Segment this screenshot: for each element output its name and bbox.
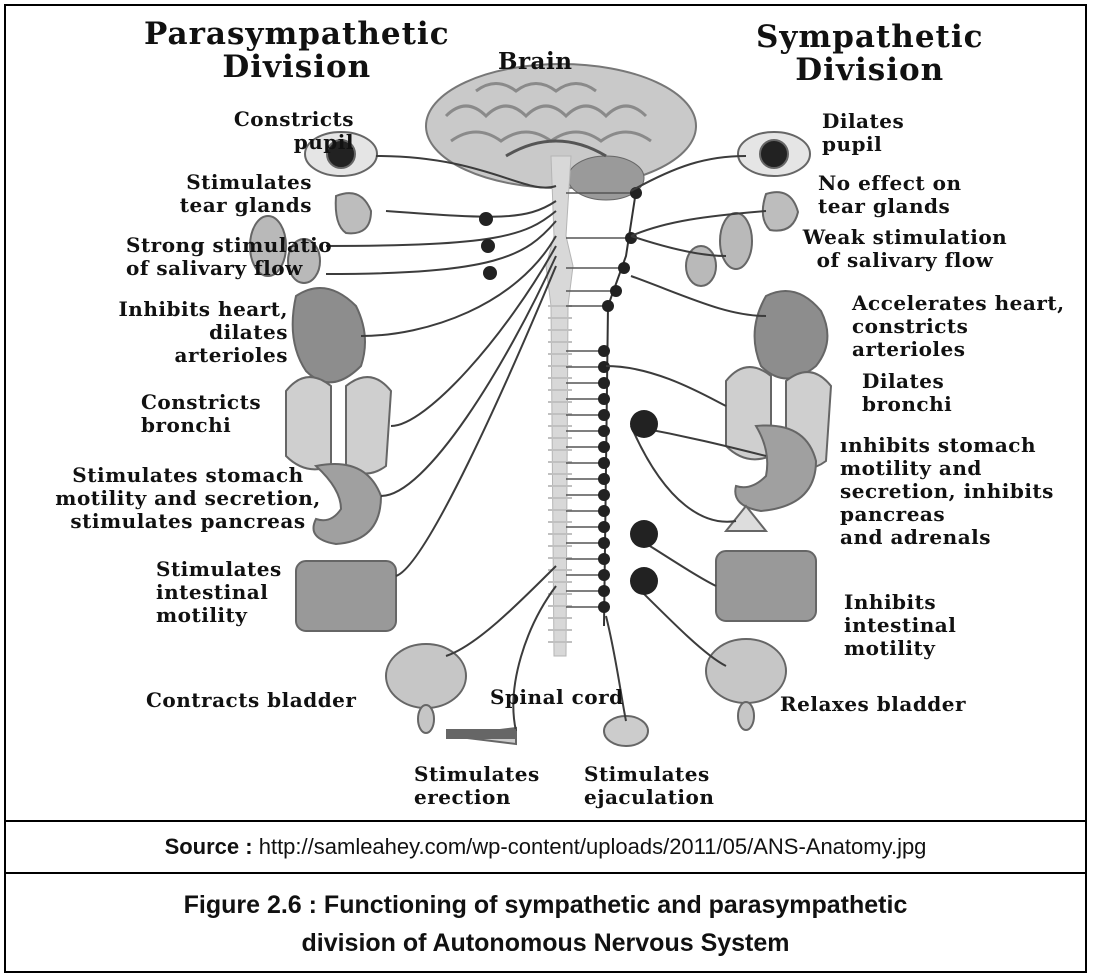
chain-ganglion bbox=[598, 585, 610, 597]
spinal-cord-illustration bbox=[546, 156, 573, 656]
label-text: Spinal cord bbox=[490, 685, 624, 709]
chain-ganglion bbox=[598, 345, 610, 357]
chain-ganglion bbox=[610, 285, 622, 297]
label-spinal-cord: Spinal cord bbox=[490, 686, 624, 709]
chain-ganglion bbox=[598, 425, 610, 437]
chain-ganglion bbox=[598, 521, 610, 533]
chain-ganglion bbox=[618, 262, 630, 274]
source-line: Source : http://samleahey.com/wp-content… bbox=[6, 822, 1085, 874]
label-relaxes-bladder: Relaxes bladder bbox=[780, 693, 966, 716]
caption-line-1: Figure 2.6 : Functioning of sympathetic … bbox=[184, 891, 908, 919]
chain-ganglion bbox=[598, 393, 610, 405]
chain-ganglion bbox=[598, 569, 610, 581]
label-text: Contracts bladder bbox=[146, 688, 356, 712]
brain-label: Brain bbox=[498, 50, 572, 73]
chain-ganglion bbox=[598, 601, 610, 613]
label-contracts-bladder: Contracts bladder bbox=[146, 689, 356, 712]
source-url: http://samleahey.com/wp-content/uploads/… bbox=[259, 834, 927, 859]
sympathetic-chain bbox=[566, 187, 642, 626]
chain-ganglion bbox=[598, 377, 610, 389]
chain-ganglion bbox=[598, 489, 610, 501]
chain-ganglion bbox=[598, 441, 610, 453]
chain-ganglion bbox=[598, 409, 610, 421]
source-label: Source : bbox=[165, 834, 253, 859]
chain-ganglion bbox=[598, 473, 610, 485]
label-text: Relaxes bladder bbox=[780, 692, 966, 716]
chain-ganglion bbox=[602, 300, 614, 312]
chain-ganglion bbox=[598, 505, 610, 517]
chain-ganglion bbox=[598, 553, 610, 565]
chain-ganglion bbox=[598, 537, 610, 549]
figure-caption: Figure 2.6 : Functioning of sympathetic … bbox=[6, 874, 1085, 971]
chain-ganglion bbox=[598, 457, 610, 469]
caption-line-2: division of Autonomous Nervous System bbox=[301, 929, 789, 957]
